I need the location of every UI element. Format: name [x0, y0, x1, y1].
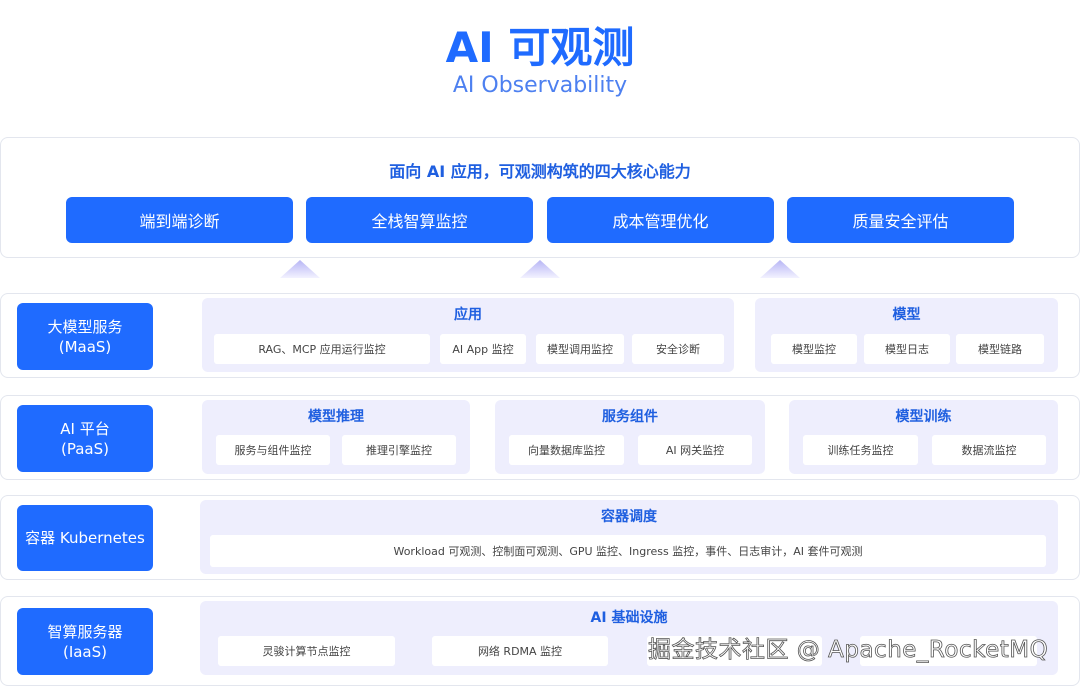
up-arrow-icon: [760, 260, 800, 278]
up-arrow-icon: [520, 260, 560, 278]
group-title: 模型训练: [895, 409, 952, 425]
item: RAG、MCP 应用运行监控: [214, 334, 430, 364]
group-title: 服务组件: [602, 409, 658, 425]
item: 模型调用监控: [536, 334, 624, 364]
item: Workload 可观测、控制面可观测、GPU 监控、Ingress 监控，事件…: [210, 535, 1046, 567]
item: 模型链路: [956, 334, 1044, 364]
capability-cost-management: 成本管理优化: [547, 197, 774, 243]
layer-abbr: (IaaS): [62, 642, 108, 661]
layer-label-kubernetes: 容器 Kubernetes: [17, 505, 153, 571]
up-arrow-icon: [280, 260, 320, 278]
item: 模型日志: [864, 334, 950, 364]
group-title: 容器调度: [601, 509, 657, 525]
layer-name: 大模型服务: [47, 317, 123, 336]
layer-name: 智算服务器: [47, 622, 123, 641]
item: [647, 636, 822, 666]
layer-name: 容器 Kubernetes: [25, 529, 145, 547]
layer-label-iaas: 智算服务器(IaaS): [17, 608, 153, 675]
layer-abbr: (PaaS): [61, 439, 109, 458]
capability-fullstack-monitoring: 全栈智算监控: [306, 197, 533, 243]
page-subtitle: AI Observability: [452, 73, 628, 98]
layer-abbr: (MaaS): [58, 337, 112, 356]
layer-label-paas: AI 平台(PaaS): [17, 405, 153, 472]
item: 网络 RDMA 监控: [432, 636, 608, 666]
group-title: 模型: [892, 307, 921, 323]
item: 数据流监控: [932, 435, 1046, 465]
watermark: 掘金技术社区 @ Apache_RocketMQ: [648, 637, 1049, 664]
capabilities-heading: 面向 AI 应用，可观测构筑的四大核心能力: [389, 162, 691, 181]
group-title: 模型推理: [308, 409, 364, 425]
item: 灵骏计算节点监控: [218, 636, 395, 666]
item: 训练任务监控: [803, 435, 918, 465]
capability-quality-security: 质量安全评估: [787, 197, 1014, 243]
group-title: AI 基础设施: [590, 610, 668, 626]
capability-e2e-diagnosis: 端到端诊断: [66, 197, 293, 243]
group-title: 应用: [454, 307, 482, 323]
item: AI 网关监控: [638, 435, 752, 465]
page-title: AI 可观测: [445, 23, 635, 72]
item: 服务与组件监控: [216, 435, 330, 465]
item: [860, 636, 1037, 666]
item: 推理引擎监控: [342, 435, 456, 465]
layer-name: AI 平台: [60, 419, 110, 438]
item: 向量数据库监控: [509, 435, 624, 465]
item: AI App 监控: [440, 334, 526, 364]
item: 模型监控: [771, 334, 857, 364]
layer-label-maas: 大模型服务(MaaS): [17, 303, 153, 370]
item: 安全诊断: [632, 334, 724, 364]
